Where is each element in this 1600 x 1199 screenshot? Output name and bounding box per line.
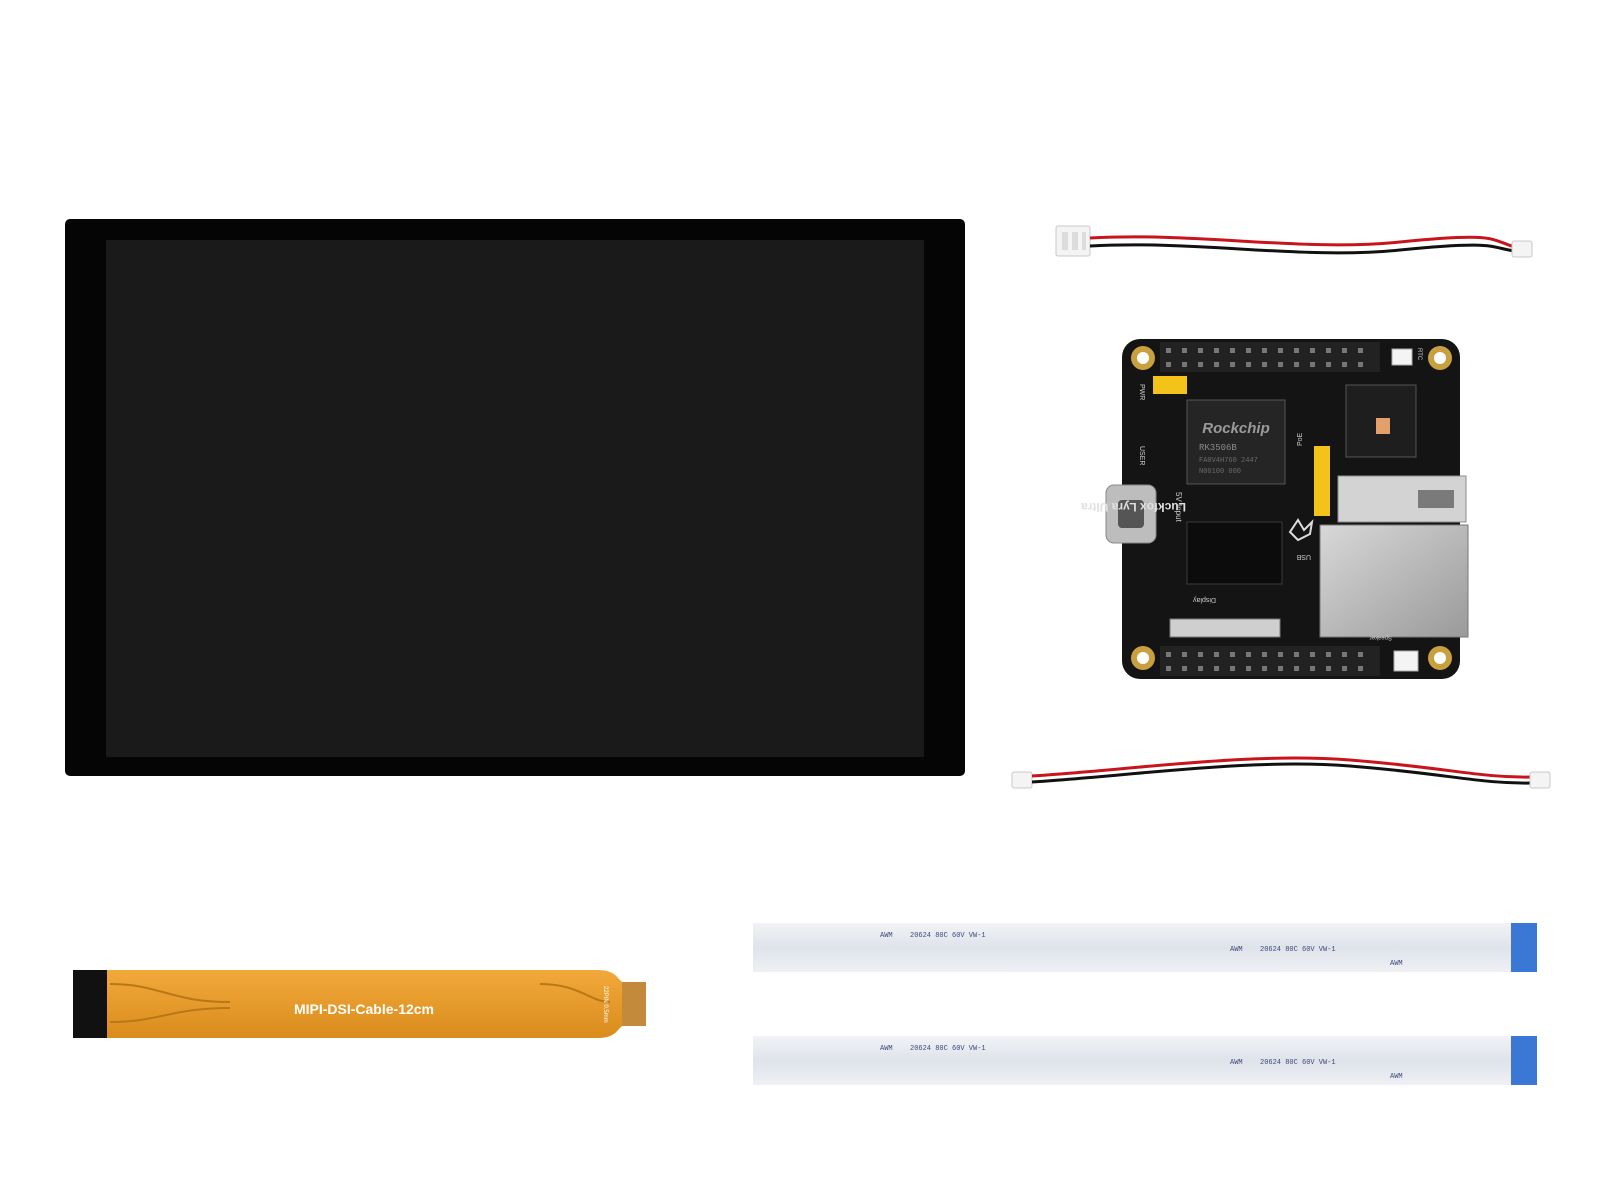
mipi-cable-label: MIPI-DSI-Cable-12cm bbox=[294, 1001, 434, 1017]
ffc1-awm-1: AWM bbox=[880, 932, 893, 940]
ffc1-spec-2: 20624 80C 60V VW-1 bbox=[1260, 946, 1336, 954]
luckfox-lyra-ultra-board: Rockchip RK3506B FA0V4H760 2447 N00100 0… bbox=[1081, 339, 1469, 679]
jumper-block bbox=[1153, 376, 1187, 394]
power-cable bbox=[1011, 756, 1551, 789]
mounting-holes bbox=[1131, 346, 1452, 670]
chip-model: RK3506B bbox=[1199, 443, 1237, 453]
speaker-connector bbox=[1393, 650, 1419, 672]
usb-c-opening bbox=[1118, 500, 1144, 528]
ffc-cable-1: AWM 20624 80C 60V VW-1 AWM 20624 80C 60V… bbox=[753, 923, 1537, 972]
luckfox-logo bbox=[1288, 518, 1314, 542]
ffc1-awm-3: AWM bbox=[1390, 960, 1403, 968]
gpio-header-top bbox=[1160, 342, 1380, 372]
label-5v-input: 5V Input bbox=[1174, 492, 1183, 523]
mipi-dsi-cable: MIPI-DSI-Cable-12cm 22PIN 0.5mm bbox=[73, 970, 646, 1038]
rtc-connector bbox=[1391, 348, 1413, 366]
speaker-cable bbox=[1055, 225, 1533, 258]
ethernet-port bbox=[1319, 524, 1469, 638]
board-name: Luckfox Lyra Ultra bbox=[1081, 500, 1186, 514]
chip-brand: Rockchip bbox=[1202, 420, 1270, 437]
ethernet-phy-chip bbox=[1345, 384, 1417, 458]
poe-header bbox=[1314, 446, 1330, 516]
label-usb: USB bbox=[1296, 553, 1311, 560]
label-poe: PoE bbox=[1297, 432, 1304, 446]
ffc-cable-2: AWM 20624 80C 60V VW-1 AWM 20624 80C 60V… bbox=[753, 1036, 1537, 1085]
ffc2-spec-2: 20624 80C 60V VW-1 bbox=[1260, 1059, 1336, 1067]
lcd-display bbox=[65, 219, 965, 776]
ffc1-spec-1: 20624 80C 60V VW-1 bbox=[910, 932, 986, 940]
usb-a-opening bbox=[1418, 490, 1454, 508]
label-display: Display bbox=[1193, 596, 1216, 603]
display-connector bbox=[1169, 618, 1281, 638]
gpio-header-bottom bbox=[1160, 646, 1380, 676]
ffc2-awm-3: AWM bbox=[1390, 1073, 1403, 1081]
mipi-cable-side-label: 22PIN 0.5mm bbox=[602, 986, 608, 1023]
ffc2-spec-1: 20624 80C 60V VW-1 bbox=[910, 1045, 986, 1053]
chip-line3: N00100 000 bbox=[1199, 468, 1241, 476]
ffc2-awm-1: AWM bbox=[880, 1045, 893, 1053]
soc-chip: Rockchip RK3506B FA0V4H760 2447 N00100 0… bbox=[1186, 399, 1286, 485]
label-speaker: Speaker bbox=[1370, 634, 1392, 640]
ffc2-awm-2: AWM bbox=[1230, 1059, 1243, 1067]
label-rtc: RTC bbox=[1416, 348, 1422, 361]
memory-chip bbox=[1186, 521, 1283, 585]
chip-line2: FA0V4H760 2447 bbox=[1199, 457, 1258, 465]
ffc1-awm-2: AWM bbox=[1230, 946, 1243, 954]
label-user: USER bbox=[1138, 446, 1145, 465]
label-pwr: PWR bbox=[1138, 384, 1145, 400]
